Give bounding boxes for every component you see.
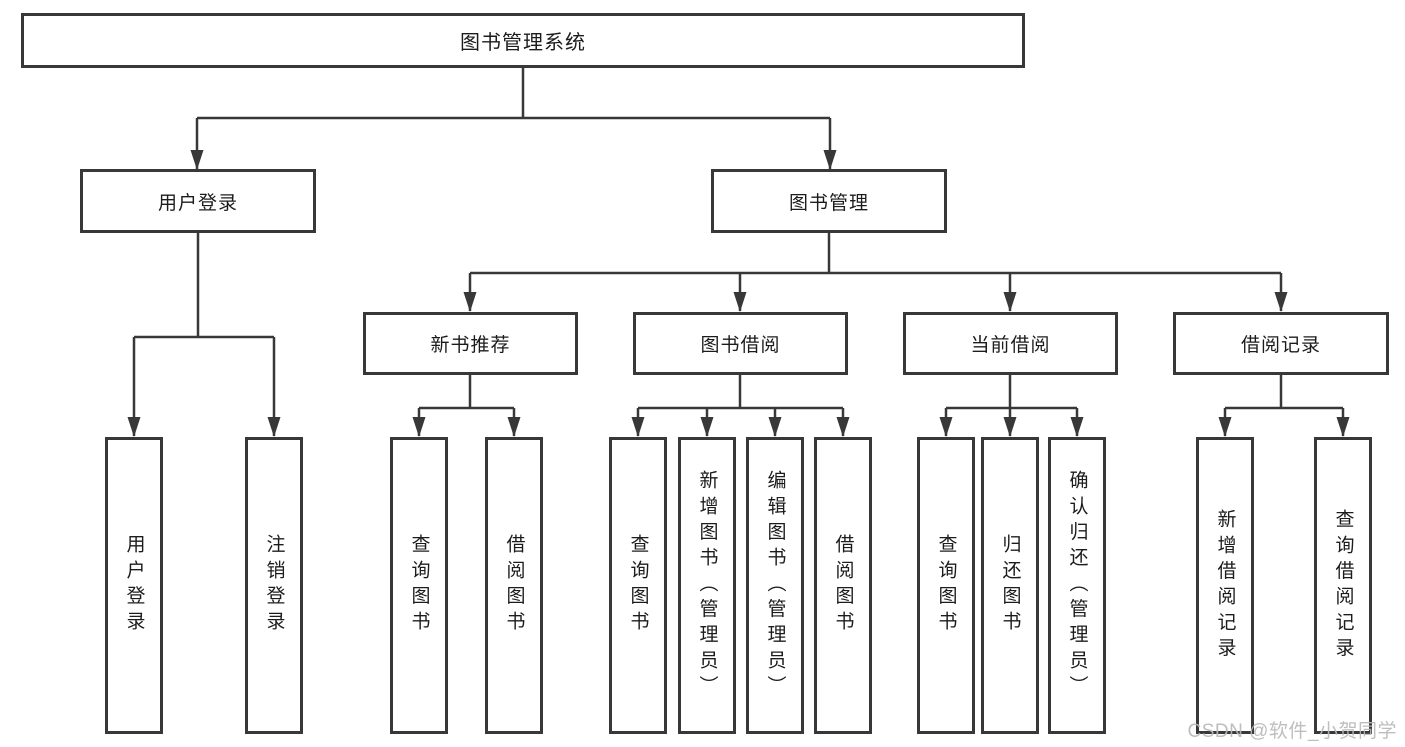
node-current-borrow: 当前借阅 bbox=[903, 312, 1118, 375]
node-user-login-action: 用户登录 bbox=[105, 437, 163, 734]
node-logout-action: 注销登录 bbox=[245, 437, 303, 734]
node-recommend-query-books: 查询图书 bbox=[390, 437, 448, 734]
node-record-add: 新增借阅记录 bbox=[1196, 437, 1254, 734]
node-borrow-query-books: 查询图书 bbox=[609, 437, 667, 734]
node-current-return-books: 归还图书 bbox=[981, 437, 1039, 734]
node-current-confirm-return-admin: 确认归还（管理员） bbox=[1048, 437, 1106, 734]
node-record-query: 查询借阅记录 bbox=[1314, 437, 1372, 734]
node-library-system: 图书管理系统 bbox=[21, 13, 1025, 68]
node-borrow-add-books-admin: 新增图书（管理员） bbox=[678, 437, 736, 734]
node-borrow-record: 借阅记录 bbox=[1173, 312, 1389, 375]
node-borrow-edit-books-admin: 编辑图书（管理员） bbox=[746, 437, 804, 734]
node-recommend-borrow-books: 借阅图书 bbox=[485, 437, 543, 734]
node-book-borrow: 图书借阅 bbox=[633, 312, 848, 375]
csdn-watermark: CSDN @软件_小贺同学 bbox=[1187, 721, 1397, 742]
node-book-management: 图书管理 bbox=[711, 169, 947, 233]
node-current-query-books: 查询图书 bbox=[917, 437, 975, 734]
node-new-book-recommend: 新书推荐 bbox=[363, 312, 578, 375]
node-borrow-borrow-books: 借阅图书 bbox=[814, 437, 872, 734]
node-user-login: 用户登录 bbox=[80, 169, 316, 233]
